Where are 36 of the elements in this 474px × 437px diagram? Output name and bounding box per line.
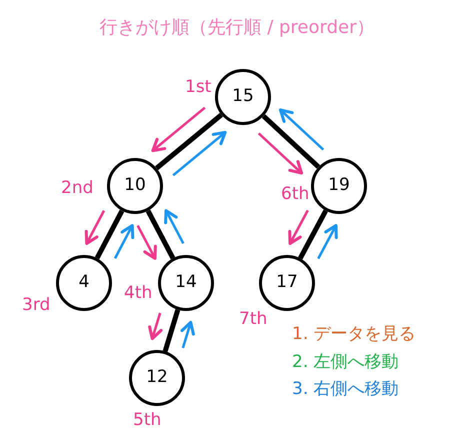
node-value: 15 (232, 85, 254, 108)
traversal-arrow (180, 320, 195, 348)
traversal-arrow (172, 130, 227, 176)
visit-order-label: 7th (239, 308, 268, 331)
traversal-arrow (136, 224, 157, 260)
tree-branch (146, 210, 176, 260)
legend-entry: 1. データを見る (292, 323, 416, 346)
traversal-arrow (258, 132, 304, 175)
tree-branch (262, 114, 320, 169)
node-value: 4 (78, 271, 90, 294)
traversal-arrow (164, 209, 184, 244)
tree-branch (155, 112, 223, 170)
node-value: 14 (175, 271, 197, 294)
node-value: 10 (124, 174, 146, 198)
tree-branch (298, 210, 328, 260)
legend-entry: 3. 右側へ移動 (292, 378, 400, 401)
visit-order-label: 4th (124, 282, 152, 305)
visit-order-label: 5th (133, 409, 162, 432)
node-value: 17 (276, 271, 298, 294)
traversal-arrow (288, 210, 309, 245)
traversal-arrow (317, 224, 338, 260)
traversal-arrow (84, 210, 106, 245)
traversal-arrow (114, 224, 134, 259)
node-value: 12 (146, 366, 168, 390)
legend-entry: 2. 左側へ移動 (292, 350, 400, 374)
visit-order-label: 1st (185, 76, 212, 99)
traversal-arrow (151, 106, 206, 152)
visit-order-label: 2nd (61, 177, 94, 200)
title: 行きがけ順（先行順 / preorder） (98, 16, 376, 40)
visit-order-label: 6th (281, 183, 310, 206)
traversal-arrow (278, 108, 324, 151)
visit-order-label: 3rd (22, 294, 50, 317)
tree-branch (94, 210, 124, 260)
tree-branch (162, 309, 180, 352)
traversal-arrow (148, 312, 163, 340)
node-value: 19 (328, 174, 350, 198)
